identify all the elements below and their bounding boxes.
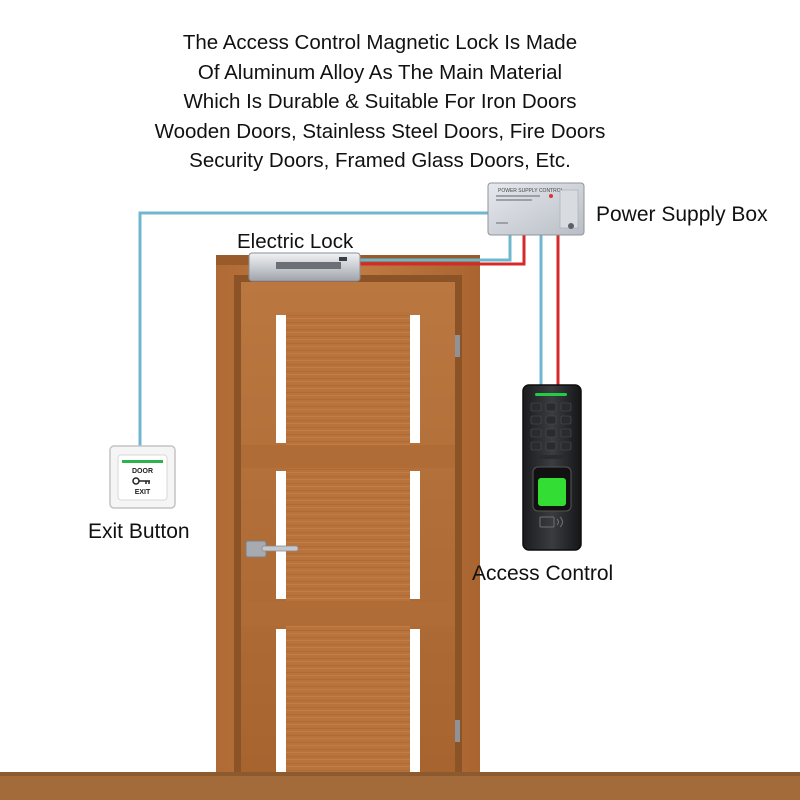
wire-exit-button [138,211,498,450]
door-hinge [455,335,460,357]
door-glass-strip [410,629,420,772]
exit-button-icon[interactable]: DOOR EXIT [109,445,176,509]
floor-strip [0,772,800,800]
door-glass-strip [276,629,286,772]
keypad[interactable] [530,402,572,451]
door-panel-top [286,312,410,445]
door-hinge [455,720,460,742]
door-panel-bottom [286,626,410,772]
card-reader-icon [539,516,563,528]
door-panel-middle [286,468,410,601]
floor-shade [0,772,800,776]
wire-lock-power [360,232,526,266]
key-icon [132,477,150,485]
caption-line: Security Doors, Framed Glass Doors, Etc. [189,149,571,172]
door-handle-icon[interactable] [245,540,299,558]
wire-lock-data [360,232,512,262]
caption-line: The Access Control Magnetic Lock Is Made [182,31,578,54]
exit-button-label: Exit Button [88,520,190,543]
door-leaf [241,282,460,772]
caption-line: Which Is Durable & Suitable For Iron Doo… [183,90,577,113]
exit-button-line1: DOOR [132,468,153,475]
fingerprint-sensor-icon[interactable] [532,466,572,512]
access-control-label: Access Control [472,562,614,585]
electric-lock-icon [248,252,361,282]
exit-button-line2: EXIT [135,489,151,496]
caption-line: Wooden Doors, Stainless Steel Doors, Fir… [154,119,606,143]
door-glass-strip [410,471,420,599]
power-supply-box-icon: POWER SUPPLY CONTROL [487,182,585,236]
wires [138,211,560,450]
door-glass-strip [410,315,420,443]
caption-line: Of Aluminum Alloy As The Main Material [197,60,563,84]
access-control-terminal-icon[interactable] [522,384,582,551]
psu-title: POWER SUPPLY CONTROL [498,188,564,194]
description-caption: The Access Control Magnetic Lock Is Made… [60,28,700,176]
door-glass-strip [276,315,286,443]
power-supply-box-label: Power Supply Box [596,203,768,226]
door-glass-strip [276,471,286,599]
electric-lock-label: Electric Lock [237,230,354,253]
